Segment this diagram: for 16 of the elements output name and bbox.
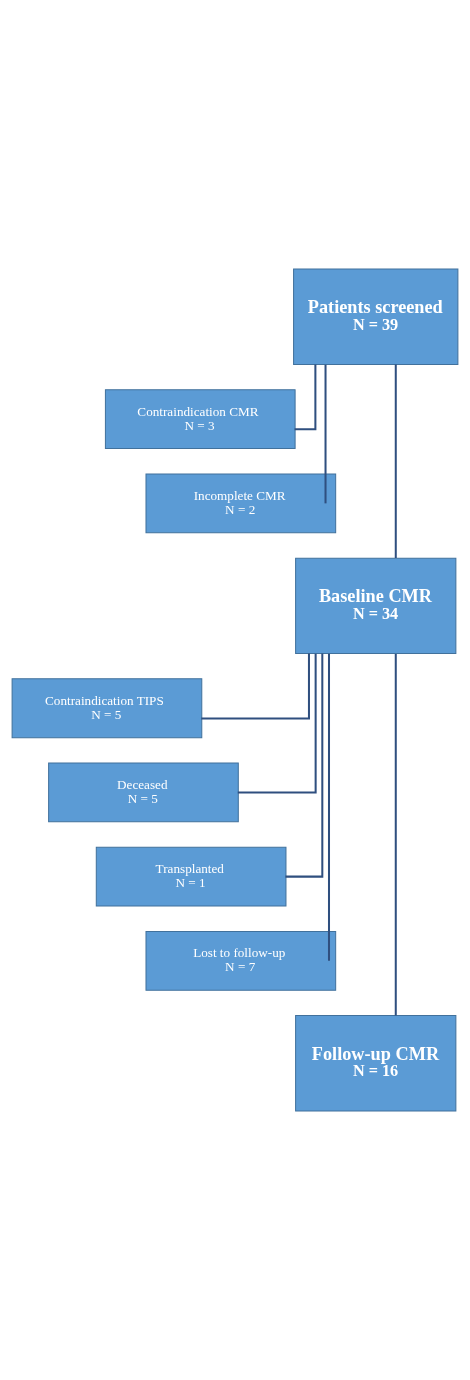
connector bbox=[285, 653, 324, 878]
node-box: Contraindication TIPS N = 5 bbox=[11, 678, 203, 739]
node-box: Incomplete CMR N = 2 bbox=[145, 473, 337, 534]
connector bbox=[237, 653, 317, 794]
node-box: Deceased N = 5 bbox=[48, 762, 239, 823]
connector bbox=[394, 364, 397, 558]
connector bbox=[201, 653, 310, 720]
connector bbox=[328, 653, 330, 961]
connector bbox=[394, 653, 397, 1016]
connector bbox=[324, 364, 327, 504]
node-box: Patients screened N = 39 bbox=[293, 268, 459, 365]
node-box: Follow-up CMR N = 16 bbox=[295, 1015, 457, 1112]
node-box: Transplanted N = 1 bbox=[95, 846, 287, 907]
node-box: Baseline CMR N = 34 bbox=[295, 557, 457, 654]
node-box: Contraindication CMR N = 3 bbox=[104, 389, 296, 450]
node-box: Lost to follow-up N = 7 bbox=[145, 930, 337, 991]
